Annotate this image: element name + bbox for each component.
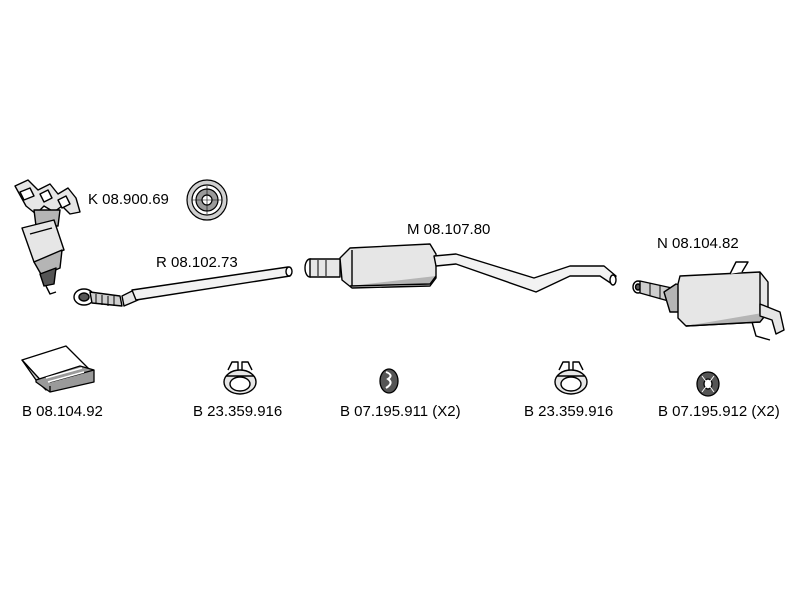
label-hanger-2: B 07.195.912 (X2): [658, 403, 780, 420]
label-rear-silencer: N 08.104.82: [657, 235, 739, 252]
label-clamp-1: B 23.359.916: [193, 403, 283, 420]
label-catalyst-manifold: K 08.900.69: [88, 191, 169, 208]
label-front-pipe: R 08.102.73: [156, 254, 238, 271]
label-mounting-kit: B 08.104.92: [22, 403, 103, 420]
label-hanger-1: B 07.195.911 (X2): [340, 403, 461, 420]
label-middle-silencer: M 08.107.80: [407, 221, 491, 238]
label-clamp-2: B 23.359.916: [524, 403, 614, 420]
